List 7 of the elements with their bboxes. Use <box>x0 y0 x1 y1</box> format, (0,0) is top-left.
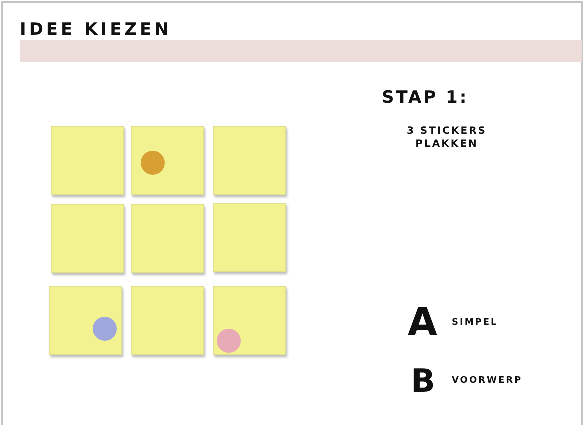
slide-title: IDEE KIEZEN <box>20 20 172 40</box>
option-letter: B <box>411 364 436 398</box>
step-instruction: 3 STICKERS PLAKKEN <box>406 125 488 151</box>
option-label: SIMPEL <box>452 318 498 328</box>
option-letter: A <box>408 302 438 342</box>
option-label: VOORWERP <box>452 376 523 386</box>
step-heading: STAP 1: <box>382 88 469 108</box>
